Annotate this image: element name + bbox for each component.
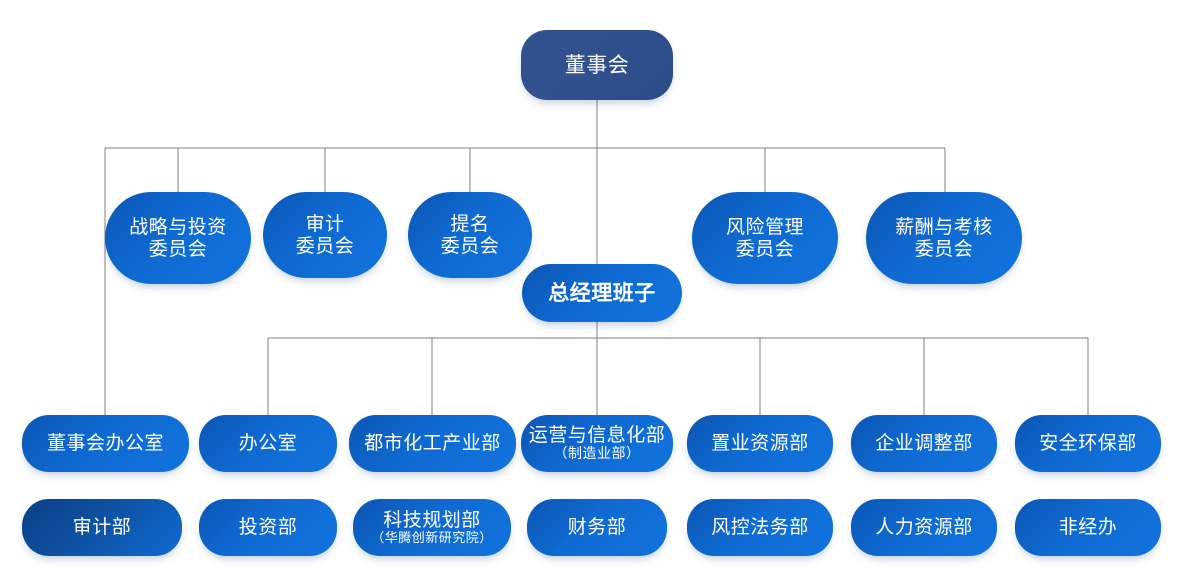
node-dept-operations-informatization[interactable]: 运营与信息化部 （制造业部） xyxy=(521,415,673,472)
node-label-line1: 人力资源部 xyxy=(875,516,973,539)
node-label-line1: 风控法务部 xyxy=(711,516,809,539)
node-label-line2: （华腾创新研究院） xyxy=(371,531,493,547)
node-label-line1: 董事会办公室 xyxy=(46,432,164,455)
node-dept-technology-planning[interactable]: 科技规划部 （华腾创新研究院） xyxy=(353,499,511,556)
node-general-manager-team[interactable]: 总经理班子 xyxy=(522,264,682,322)
node-label-line1: 战略与投资 xyxy=(129,215,227,238)
node-dept-risk-control-legal[interactable]: 风控法务部 xyxy=(687,499,833,556)
node-label-line1: 投资部 xyxy=(238,516,298,539)
node-committee-risk-management[interactable]: 风险管理 委员会 xyxy=(692,192,838,284)
node-label-line1: 财务部 xyxy=(567,516,627,539)
node-dept-finance[interactable]: 财务部 xyxy=(527,499,667,556)
node-dept-office[interactable]: 办公室 xyxy=(199,415,337,472)
node-label-line1: 审计部 xyxy=(72,516,132,539)
node-label-line1: 企业调整部 xyxy=(875,432,973,455)
node-dept-property-resources[interactable]: 置业资源部 xyxy=(687,415,833,472)
node-dept-enterprise-restructuring[interactable]: 企业调整部 xyxy=(851,415,997,472)
node-label-line1: 风险管理 xyxy=(725,215,804,238)
node-label-line1: 薪酬与考核 xyxy=(895,215,993,238)
node-label-line2: 委员会 xyxy=(735,238,795,260)
node-label-line2: （制造业部） xyxy=(553,446,641,463)
node-committee-audit[interactable]: 审计 委员会 xyxy=(263,192,387,278)
node-label-line1: 运营与信息化部 xyxy=(528,424,666,447)
node-label-line1: 非经办 xyxy=(1058,516,1118,539)
node-dept-urban-chemical-industry[interactable]: 都市化工产业部 xyxy=(349,415,516,472)
node-dept-human-resources[interactable]: 人力资源部 xyxy=(851,499,997,556)
node-committee-compensation-appraisal[interactable]: 薪酬与考核 委员会 xyxy=(866,192,1022,284)
node-label: 董事会 xyxy=(564,52,630,77)
node-label-line2: 委员会 xyxy=(295,235,355,257)
node-label: 总经理班子 xyxy=(548,280,656,305)
node-dept-non-operating-office[interactable]: 非经办 xyxy=(1015,499,1161,556)
node-dept-board-office[interactable]: 董事会办公室 xyxy=(22,415,189,472)
node-dept-safety-environment[interactable]: 安全环保部 xyxy=(1015,415,1161,472)
node-dept-investment[interactable]: 投资部 xyxy=(199,499,337,556)
node-label-line2: 委员会 xyxy=(148,238,208,260)
node-label-line1: 都市化工产业部 xyxy=(364,432,501,455)
node-label-line1: 置业资源部 xyxy=(711,432,809,455)
node-label-line1: 提名 xyxy=(450,212,490,235)
node-committee-strategy-investment[interactable]: 战略与投资 委员会 xyxy=(105,192,251,284)
node-label-line1: 科技规划部 xyxy=(383,508,481,531)
node-label-line2: 委员会 xyxy=(440,235,500,257)
node-label-line1: 安全环保部 xyxy=(1039,432,1137,455)
node-dept-audit[interactable]: 审计部 xyxy=(22,499,182,556)
node-label-line1: 办公室 xyxy=(238,432,298,455)
node-label-line2: 委员会 xyxy=(914,238,974,260)
node-label-line1: 审计 xyxy=(305,212,345,235)
node-committee-nomination[interactable]: 提名 委员会 xyxy=(408,192,532,278)
node-board-of-directors[interactable]: 董事会 xyxy=(521,30,673,100)
